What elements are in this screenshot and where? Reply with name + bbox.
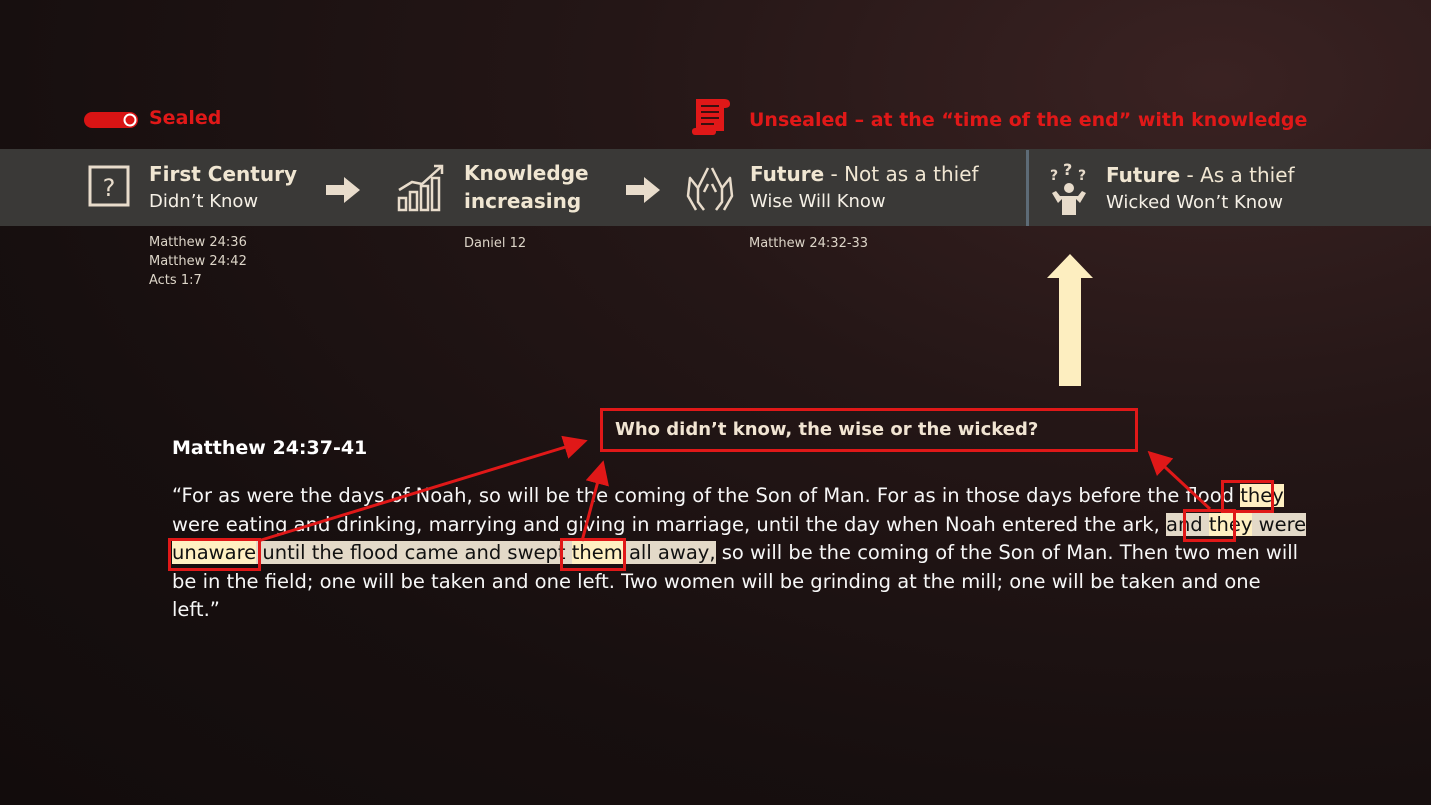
highlight-them: them [571, 541, 623, 564]
step-future-wicked-title: Future - As a thief [1106, 163, 1295, 187]
chart-rising-icon [397, 164, 444, 212]
unsealed-label: Unsealed – at the “time of the end” with… [749, 109, 1308, 131]
step-future-wise-sub: Wise Will Know [750, 191, 886, 212]
ref-item: Matthew 24:36 [149, 235, 247, 250]
step-knowledge-title: Knowledge [464, 161, 589, 185]
passage-reference: Matthew 24:37-41 [172, 437, 368, 459]
right-arrow-icon [326, 177, 360, 203]
highlight-they-2: they [1208, 512, 1253, 536]
toggle-knob-icon [123, 113, 137, 127]
ref-item: Acts 1:7 [149, 273, 202, 288]
refs-first-century: Matthew 24:36 Matthew 24:42 Acts 1:7 [149, 233, 247, 290]
passage-segment: were eating and drinking, marrying and g… [172, 512, 1166, 536]
sealed-toggle-icon [84, 112, 138, 128]
step-knowledge-sub: increasing [464, 189, 582, 213]
refs-future-wise: Matthew 24:32-33 [749, 234, 868, 253]
praying-hands-icon [686, 167, 734, 211]
ref-item: Matthew 24:42 [149, 254, 247, 269]
ref-item: Daniel 12 [464, 236, 527, 251]
passage-line-4: be in the field; one will be taken and o… [172, 569, 1261, 593]
right-arrow-icon [626, 177, 660, 203]
timeline-band [0, 149, 1431, 226]
step-first-century-title: First Century [149, 162, 297, 186]
confused-person-icon: ? ? ? [1050, 163, 1086, 215]
highlight-unaware: unaware [172, 541, 257, 564]
step-future-wise-title: Future - Not as a thief [750, 162, 979, 186]
svg-text:?: ? [1078, 168, 1086, 184]
box-them [560, 538, 626, 571]
step-first-century-sub: Didn’t Know [149, 191, 259, 212]
scroll-icon [692, 99, 730, 135]
highlight-were: were [1252, 512, 1307, 536]
box-they-1 [1221, 480, 1274, 513]
ref-item: Matthew 24:32-33 [749, 236, 869, 251]
passage-segment: “For as were the days of Noah, so will b… [172, 484, 1241, 507]
passage-line-1: “For as were the days of Noah, so will b… [172, 482, 1306, 511]
svg-text:?: ? [1050, 168, 1058, 184]
sealed-label: Sealed [149, 107, 222, 129]
passage-line-3: unaware until the flood came and swept t… [172, 539, 1306, 568]
passage-line-2: were eating and drinking, marrying and g… [172, 511, 1307, 540]
highlight-until: until the flood came and swept [256, 541, 572, 564]
question-text: Who didn’t know, the wise or the wicked? [615, 419, 1039, 440]
step-future-wicked-sub: Wicked Won’t Know [1106, 192, 1283, 213]
question-box [600, 408, 1138, 452]
box-they-2 [1183, 509, 1236, 542]
highlight-all-away: all away, [622, 541, 716, 564]
up-arrow-icon [1047, 254, 1093, 386]
passage-line-5: left.” [172, 598, 220, 621]
band-divider [1026, 150, 1029, 226]
passage-segment: so will be the coming of the Son of Man.… [715, 541, 1299, 564]
refs-knowledge: Daniel 12 [464, 234, 526, 253]
passage-text: “For as were the days of Noah, so will b… [172, 482, 1307, 625]
question-box-icon: ? [88, 165, 130, 207]
box-unaware [168, 538, 261, 571]
svg-text:?: ? [103, 174, 116, 202]
svg-text:?: ? [1063, 163, 1072, 179]
